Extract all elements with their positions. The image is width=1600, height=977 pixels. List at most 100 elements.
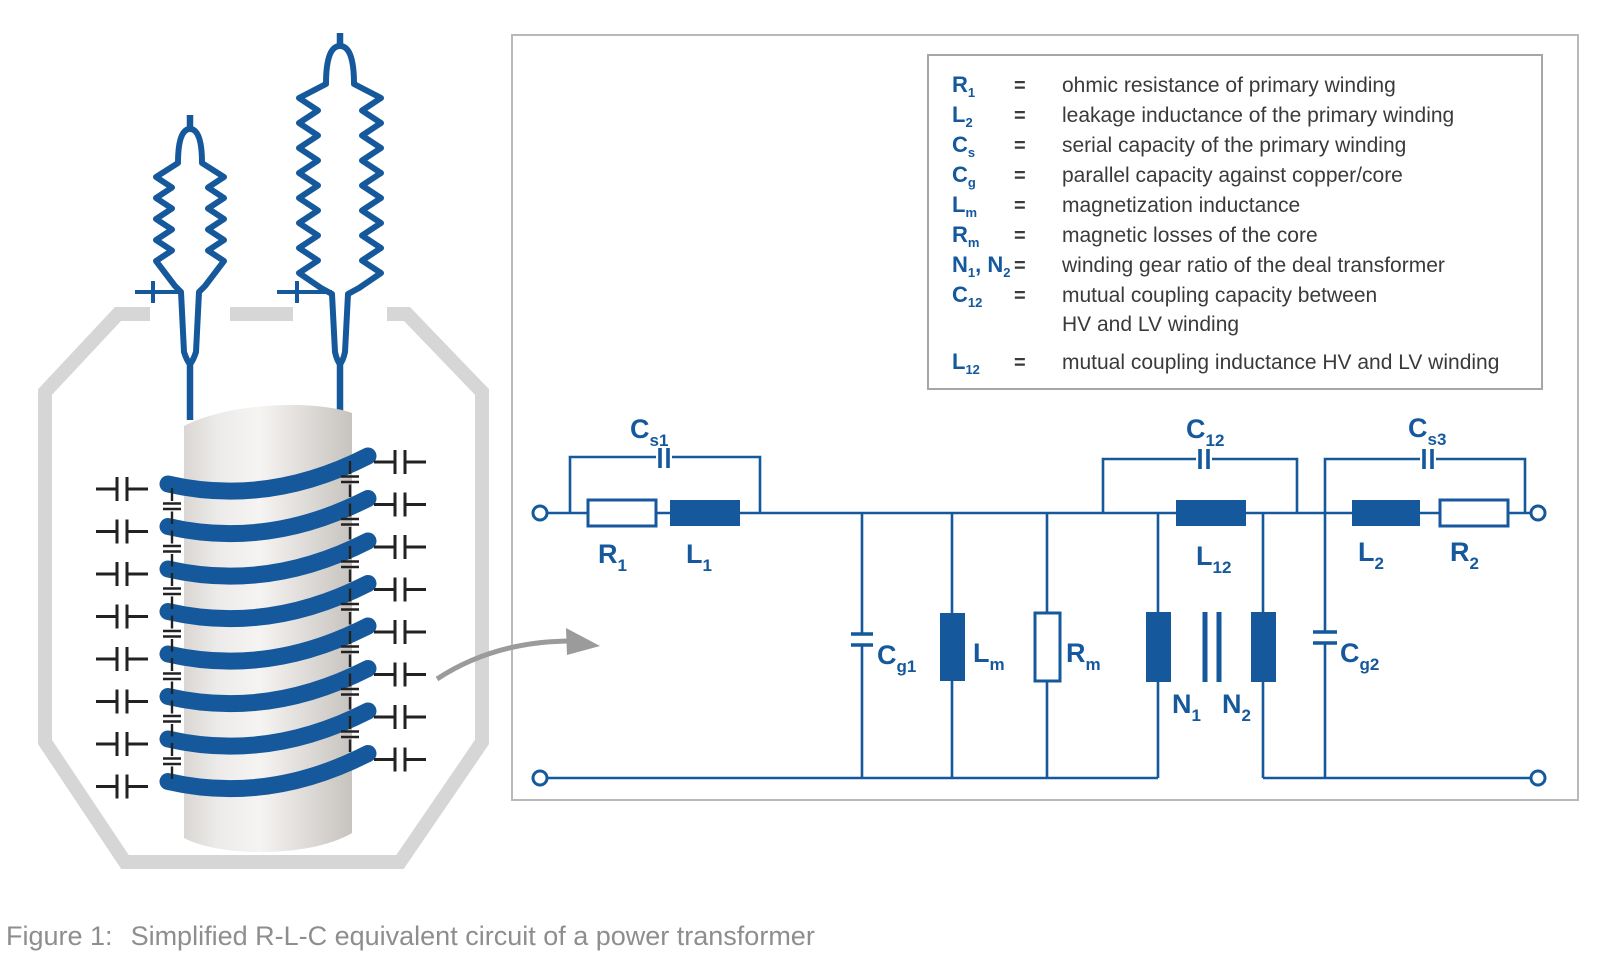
cg2-capacitor-icon — [1313, 630, 1337, 645]
figure-caption: Figure 1: Simplified R-L-C equivalent cir… — [6, 921, 815, 952]
equals-sign: = — [1014, 225, 1026, 247]
legend-symbol: Cs — [952, 132, 976, 160]
ground-capacitor-right-7 — [374, 705, 426, 729]
inter-turn-capacitor-left-5 — [163, 658, 181, 694]
label-rm: Rm — [1066, 638, 1101, 674]
inter-turn-capacitor-right-4 — [341, 588, 359, 625]
label-cs3: Cs3 — [1408, 413, 1446, 449]
right-bushing-icon — [296, 43, 384, 367]
caption-text: Simplified R-L-C equivalent circuit of a… — [130, 921, 815, 951]
right-bushing-tap-icon — [277, 281, 332, 303]
inter-turn-capacitor-right-2 — [341, 503, 359, 540]
legend-row: N1, N2 = winding gear ratio of the deal … — [952, 250, 1541, 280]
inter-turn-capacitors-left — [163, 488, 181, 779]
inter-turn-capacitor-left-4 — [163, 615, 181, 652]
transformer-core-bars-icon — [1202, 612, 1222, 682]
inter-turn-capacitor-left-1 — [163, 488, 181, 524]
legend-row: C12 = mutual coupling capacity between — [952, 280, 1541, 310]
legend-description: magnetization inductance — [1062, 194, 1301, 217]
label-l2: L2 — [1358, 537, 1384, 573]
legend-description: parallel capacity against copper/core — [1062, 164, 1403, 187]
ground-capacitor-left-5 — [96, 647, 148, 671]
legend-row: Cs = serial capacity of the primary wind… — [952, 130, 1541, 160]
r1-resistor-icon — [586, 498, 658, 528]
legend-symbol: Cg — [952, 162, 976, 190]
inter-turn-capacitors-right — [341, 461, 359, 752]
equals-sign: = — [1014, 195, 1026, 217]
label-n2: N2 — [1222, 689, 1251, 725]
label-cg1: Cg1 — [877, 640, 916, 676]
ground-capacitor-right-3 — [374, 535, 426, 559]
equals-sign: = — [1014, 255, 1026, 277]
legend-description: magnetic losses of the core — [1062, 224, 1318, 247]
terminal-top-right — [1529, 504, 1547, 522]
c12-capacitor-icon — [1198, 449, 1210, 469]
winding-turn-1 — [159, 447, 377, 500]
legend-description: serial capacity of the primary winding — [1062, 134, 1407, 157]
ground-capacitor-left-4 — [96, 604, 148, 629]
ground-capacitor-right-4 — [374, 577, 426, 602]
winding-turn-5 — [159, 617, 377, 670]
n1-winding-icon — [1146, 612, 1171, 682]
legend-description: winding gear ratio of the deal transform… — [1062, 254, 1445, 277]
cs1-branch-wire — [568, 455, 762, 513]
legend-symbol: N1, N2 — [952, 252, 1011, 280]
terminal-bottom-right — [1529, 769, 1547, 787]
inter-turn-capacitor-right-7 — [341, 716, 359, 752]
r2-resistor-icon — [1438, 498, 1510, 528]
ground-capacitor-right-5 — [374, 620, 426, 644]
ground-capacitor-right-8 — [374, 747, 426, 772]
legend-description: mutual coupling inductance HV and LV win… — [1062, 351, 1500, 374]
legend-symbol: C12 — [952, 282, 983, 310]
ground-capacitor-left-8 — [96, 774, 148, 799]
label-n1: N1 — [1172, 689, 1201, 725]
inter-turn-capacitor-right-6 — [341, 673, 359, 710]
equals-sign: = — [1014, 135, 1026, 157]
winding-turn-6 — [159, 660, 377, 713]
legend-row: Rm = magnetic losses of the core — [952, 220, 1541, 250]
legend-description: leakage inductance of the primary windin… — [1062, 104, 1455, 127]
equals-sign: = — [1014, 352, 1026, 374]
legend-box: R1 = ohmic resistance of primary winding… — [927, 54, 1543, 390]
legend-symbol: L2 — [952, 102, 973, 130]
zoom-arrow-icon — [435, 628, 600, 682]
transformer-illustration — [38, 33, 489, 869]
l1-inductor-icon — [670, 500, 740, 526]
equals-sign: = — [1014, 285, 1026, 307]
legend-symbol: L12 — [952, 349, 980, 377]
rm-resistor-icon — [1033, 611, 1062, 683]
label-l1: L1 — [686, 539, 712, 575]
equals-sign: = — [1014, 165, 1026, 187]
legend-description: ohmic resistance of primary winding — [1062, 74, 1396, 97]
cs3-capacitor-icon — [1422, 449, 1434, 469]
legend-row: Lm = magnetization inductance — [952, 190, 1541, 220]
n2-winding-icon — [1251, 612, 1276, 682]
inter-turn-capacitor-right-1 — [341, 461, 359, 497]
terminal-top-left — [531, 504, 549, 522]
legend-description: HV and LV winding — [1062, 313, 1240, 336]
legend-row: L2 = leakage inductance of the primary w… — [952, 100, 1541, 130]
inter-turn-capacitor-left-2 — [163, 530, 181, 567]
ground-capacitors-right-column — [374, 450, 426, 772]
equivalent-circuit: Cs1 R1 L1 Cg1 Lm Rm C12 L12 N1 N2 Cg2 Cs… — [531, 413, 1547, 787]
legend-symbol: Lm — [952, 192, 978, 220]
equals-sign: = — [1014, 75, 1026, 97]
ground-capacitor-left-2 — [96, 519, 148, 544]
cs1-capacitor-icon — [658, 448, 670, 468]
legend-symbol: R1 — [952, 72, 976, 100]
tank-outline — [38, 307, 489, 869]
caption-label: Figure 1: — [6, 921, 113, 951]
label-lm: Lm — [973, 638, 1005, 674]
legend-description: mutual coupling capacity between — [1062, 284, 1378, 307]
winding-turn-2 — [159, 490, 377, 543]
ground-capacitor-left-7 — [96, 732, 148, 756]
terminal-bottom-left — [531, 769, 549, 787]
ground-capacitor-right-1 — [374, 450, 426, 474]
inter-turn-capacitor-left-3 — [163, 573, 181, 609]
legend-symbol: Rm — [952, 222, 980, 250]
label-c12: C12 — [1186, 414, 1224, 450]
left-bushing-icon — [153, 126, 227, 367]
legend-row: L12 = mutual coupling inductance HV and … — [952, 347, 1541, 377]
ground-capacitor-left-6 — [96, 689, 148, 714]
